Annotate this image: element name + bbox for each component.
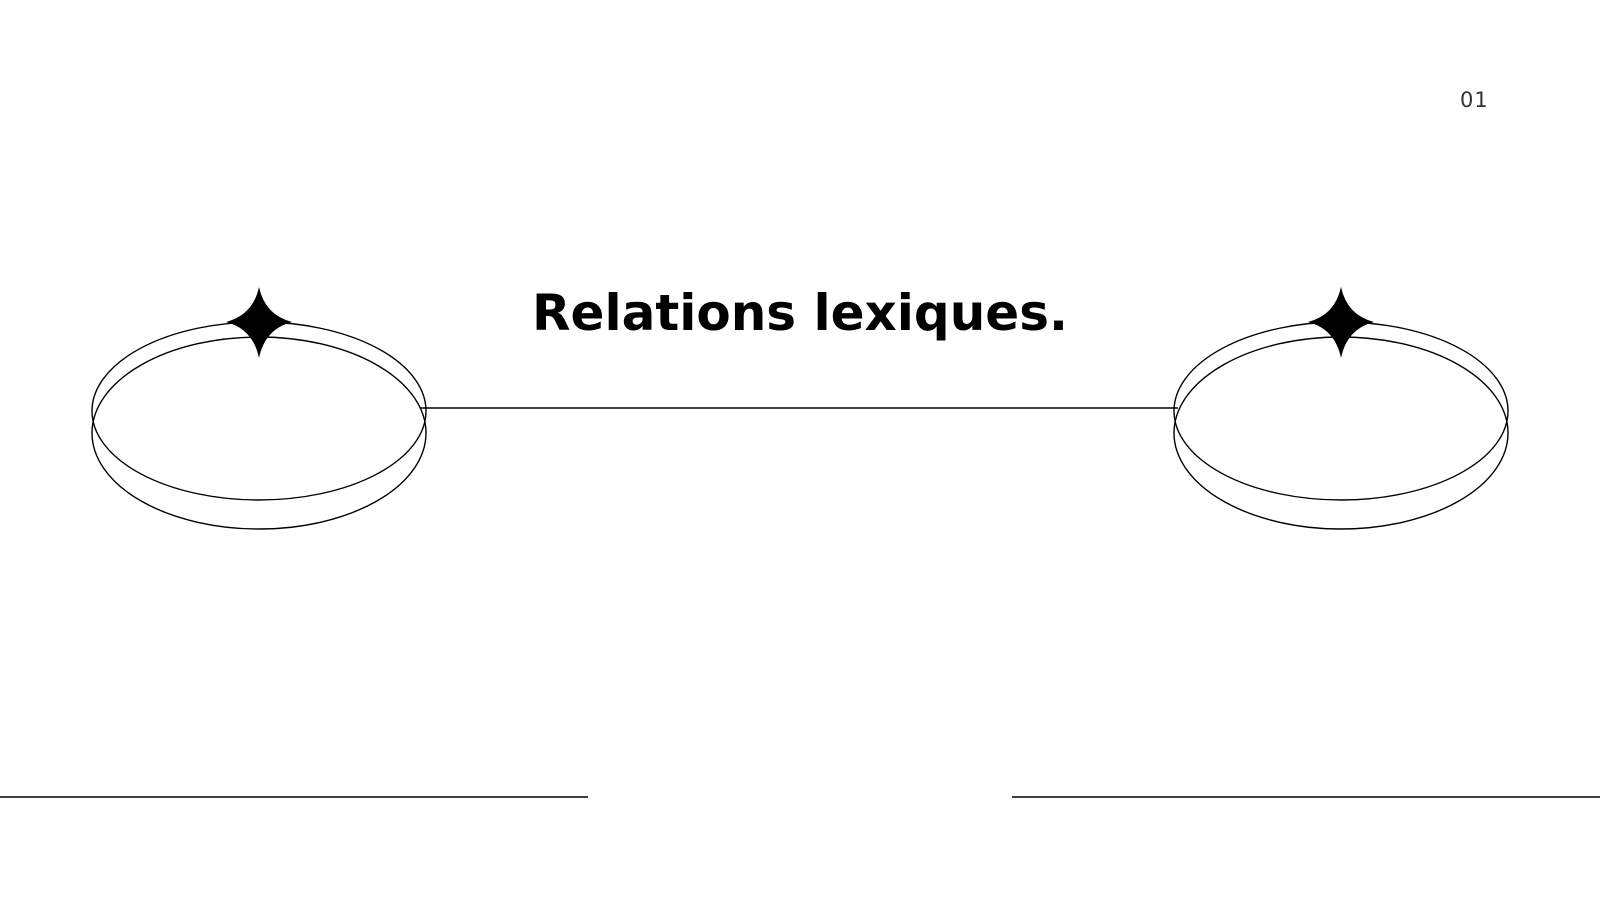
slide-title: Relations lexiques. [532, 284, 1068, 342]
page-number: 01 [1460, 88, 1489, 112]
four-point-star-icon [226, 287, 292, 358]
four-point-star-icon [1308, 287, 1374, 358]
